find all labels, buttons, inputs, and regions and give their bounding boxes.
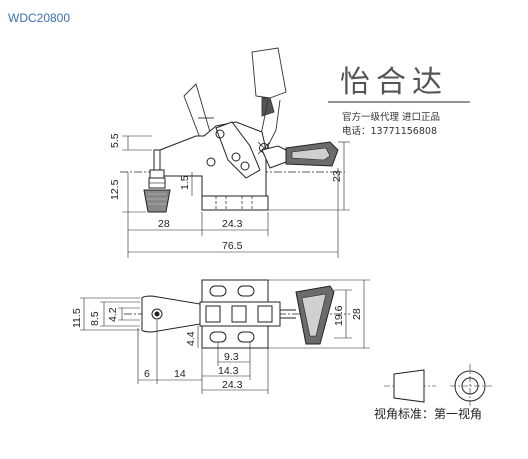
dim-1-5: 1.5: [179, 175, 191, 190]
top-view: [80, 279, 370, 394]
dim-24-3-top: 24.3: [222, 379, 243, 391]
dim-4-4: 4.4: [185, 331, 197, 346]
spindle-eye: [141, 295, 201, 333]
projection-outer-circle-icon: [454, 370, 486, 402]
open-arm-ghost: [183, 83, 214, 139]
slot-2: [237, 285, 255, 297]
model-code: WDC20800: [8, 11, 70, 25]
dim-12-5: 12.5: [109, 179, 121, 200]
slot-4: [237, 331, 255, 343]
watermark-phone: 电话：13771156808: [342, 125, 437, 137]
pivot-pin-1: [215, 129, 225, 139]
dim-14: 14: [174, 368, 186, 380]
projection-symbol: [384, 364, 492, 408]
pivot-pin-2: [206, 157, 216, 167]
dim-19-6: 19.6: [333, 305, 345, 326]
pivot-pin-3: [231, 152, 241, 162]
watermark: 怡合达 官方一级代理 进口正品 电话：13771156808: [328, 65, 470, 137]
dim-24-3-side: 24.3: [222, 218, 243, 230]
dim-14-3: 14.3: [218, 365, 239, 377]
dim-28-top: 28: [351, 308, 363, 320]
pivot-pin-4: [240, 161, 250, 171]
dim-76-5: 76.5: [222, 240, 243, 252]
watermark-slogan: 官方一级代理 进口正品: [342, 111, 440, 123]
dim-23: 23: [331, 170, 343, 182]
base-plate: [201, 195, 269, 211]
dim-28-side: 28: [158, 218, 170, 230]
projection-caption: 视角标准：第一视角: [374, 406, 482, 421]
dim-6: 6: [144, 368, 150, 380]
slot-1: [209, 285, 227, 297]
dim-8-5: 8.5: [89, 311, 101, 326]
dim-4-2: 4.2: [107, 307, 119, 322]
spindle-hole: [151, 308, 163, 320]
open-handle-ghost: [251, 47, 287, 151]
rubber-tip: [143, 189, 171, 213]
side-view: [120, 47, 350, 258]
projection-cone-icon: [393, 369, 425, 403]
spindle: [153, 149, 161, 171]
spindle-nut-top: [149, 169, 165, 179]
dim-11-5: 11.5: [71, 308, 83, 328]
projection-inner-circle-icon: [461, 377, 479, 395]
watermark-brand: 怡合达: [340, 65, 448, 100]
dim-9-3: 9.3: [224, 351, 239, 363]
dim-5-5: 5.5: [109, 133, 121, 148]
